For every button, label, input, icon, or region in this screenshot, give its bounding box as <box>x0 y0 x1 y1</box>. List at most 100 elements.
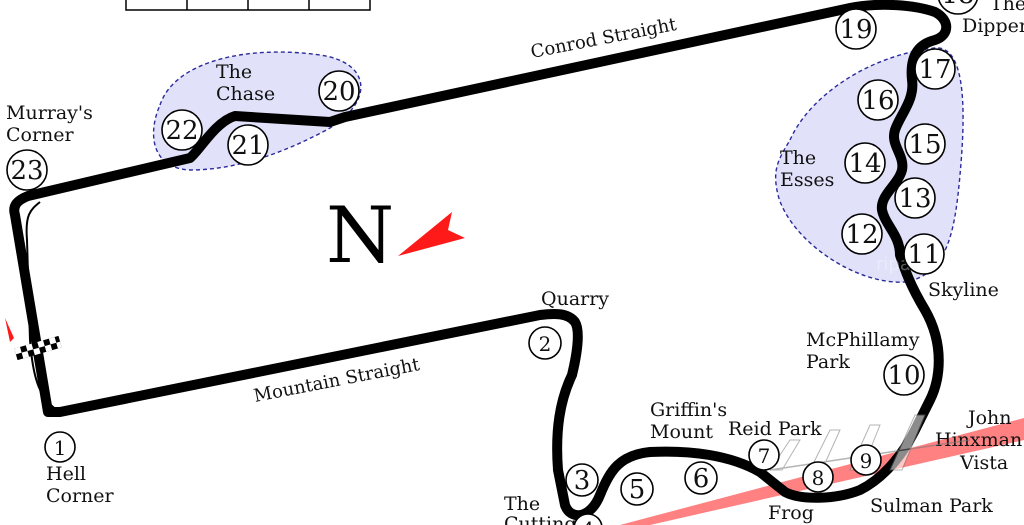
label-griffins-line2: Mount <box>650 421 713 443</box>
turn-marker-11: 11 <box>903 233 945 275</box>
turn-marker-2: 2 <box>528 326 562 360</box>
turn-circle <box>565 463 599 497</box>
turn-number: 17 <box>918 55 951 85</box>
turn-marker-17: 17 <box>914 48 956 90</box>
label-frog: Frog <box>768 502 814 524</box>
label-skyline: Skyline <box>928 279 999 301</box>
label-the-esses-line1: The <box>780 147 816 169</box>
turn-circle <box>850 444 882 476</box>
turn-circle <box>938 0 978 15</box>
turn-number: 2 <box>539 332 552 356</box>
turn-number: 16 <box>861 86 894 116</box>
turn-number: 5 <box>629 475 646 505</box>
turn-marker-22: 22 <box>161 109 203 151</box>
label-john-line3: Vista <box>959 452 1008 474</box>
label-the-cutting-line1: The <box>504 493 540 515</box>
turn-number: 3 <box>574 466 591 496</box>
label-the-esses-line2: Esses <box>780 169 834 191</box>
turn-marker-7: 7 <box>748 439 780 471</box>
pit-lane <box>25 201 61 413</box>
turn-number: 12 <box>845 220 878 250</box>
turn-marker-9: 9 <box>850 444 882 476</box>
turn-circle <box>802 461 834 493</box>
turn-circle <box>620 472 654 506</box>
turn-number: 20 <box>322 77 355 107</box>
turn-circle <box>318 70 360 112</box>
scale-bar <box>125 0 371 11</box>
turn-number: 13 <box>898 184 931 214</box>
north-label: N <box>326 191 394 281</box>
turn-number: 19 <box>839 15 872 45</box>
turn-marker-19: 19 <box>835 8 877 50</box>
turn-marker-8: 8 <box>802 461 834 493</box>
turn-marker-12: 12 <box>841 213 883 255</box>
north-arrow-icon <box>398 212 465 256</box>
turn-number: 23 <box>10 156 43 186</box>
turn-number: 22 <box>165 116 198 146</box>
label-the-chase-line1: The <box>216 61 252 83</box>
turn-marker-4: 4 <box>573 513 603 525</box>
label-conrod-straight: Conrod Straight <box>529 14 679 63</box>
turn-number: 9 <box>860 449 873 473</box>
label-the-dipper-line1: The <box>990 0 1024 15</box>
label-john-line2: Hinxman <box>935 429 1022 451</box>
direction-arrow-icon <box>5 318 14 342</box>
label-john-line1: John <box>966 407 1012 429</box>
turn-number: 21 <box>231 131 264 161</box>
turn-circle <box>903 233 945 275</box>
turn-circle <box>6 149 48 191</box>
turn-number: 8 <box>812 466 825 490</box>
label-griffins-line1: Griffin's <box>650 399 727 421</box>
turn-marker-5: 5 <box>620 472 654 506</box>
label-hell-line1: Hell <box>46 463 86 485</box>
turn-circle <box>841 213 883 255</box>
turn-circle <box>573 513 603 525</box>
start-finish-line <box>14 335 62 361</box>
turn-marker-21: 21 <box>227 124 269 166</box>
turn-number: 4 <box>582 517 595 525</box>
turn-circle <box>44 431 76 463</box>
turn-marker-16: 16 <box>857 79 899 121</box>
turn-circle <box>904 123 946 165</box>
label-hell-line2: Corner <box>46 485 115 507</box>
label-reid-park: Reid Park <box>728 418 822 440</box>
race-track <box>9 0 952 521</box>
turn-number: 11 <box>907 240 940 270</box>
turn-number: 15 <box>908 130 941 160</box>
turn-circle <box>528 326 562 360</box>
turn-marker-1: 1 <box>44 431 76 463</box>
label-mcphillamy-line1: McPhillamy <box>806 329 920 351</box>
turn-circle <box>227 124 269 166</box>
turn-marker-20: 20 <box>318 70 360 112</box>
turn-marker-3: 3 <box>565 463 599 497</box>
label-the-dipper-line2: Dipper <box>962 15 1024 37</box>
turn-marker-23: 23 <box>6 149 48 191</box>
turn-number: 18 <box>941 0 974 10</box>
turn-circle <box>835 8 877 50</box>
turn-circle <box>684 461 718 495</box>
label-murrays-line1: Murray's <box>6 102 93 124</box>
turn-number: 6 <box>693 464 710 494</box>
turn-number: 10 <box>887 361 920 391</box>
turn-circle <box>894 177 936 219</box>
turn-marker-6: 6 <box>684 461 718 495</box>
turn-marker-13: 13 <box>894 177 936 219</box>
label-quarry: Quarry <box>541 288 609 310</box>
label-murrays-line2: Corner <box>6 124 75 146</box>
label-the-chase-line2: Chase <box>216 83 275 105</box>
turn-markers: 1234567891011121314151617181920212223 <box>6 0 978 525</box>
turn-number: 7 <box>758 444 771 468</box>
turn-circle <box>161 109 203 151</box>
label-mcphillamy-line2: Park <box>806 351 850 373</box>
turn-number: 1 <box>54 436 67 460</box>
turn-marker-14: 14 <box>844 142 886 184</box>
turn-marker-15: 15 <box>904 123 946 165</box>
turn-circle <box>883 354 925 396</box>
turn-marker-10: 10 <box>883 354 925 396</box>
turn-marker-18: 18 <box>938 0 978 15</box>
turn-circle <box>748 439 780 471</box>
label-mountain-straight: Mountain Straight <box>252 354 422 407</box>
turn-circle <box>857 79 899 121</box>
turn-circle <box>914 48 956 90</box>
